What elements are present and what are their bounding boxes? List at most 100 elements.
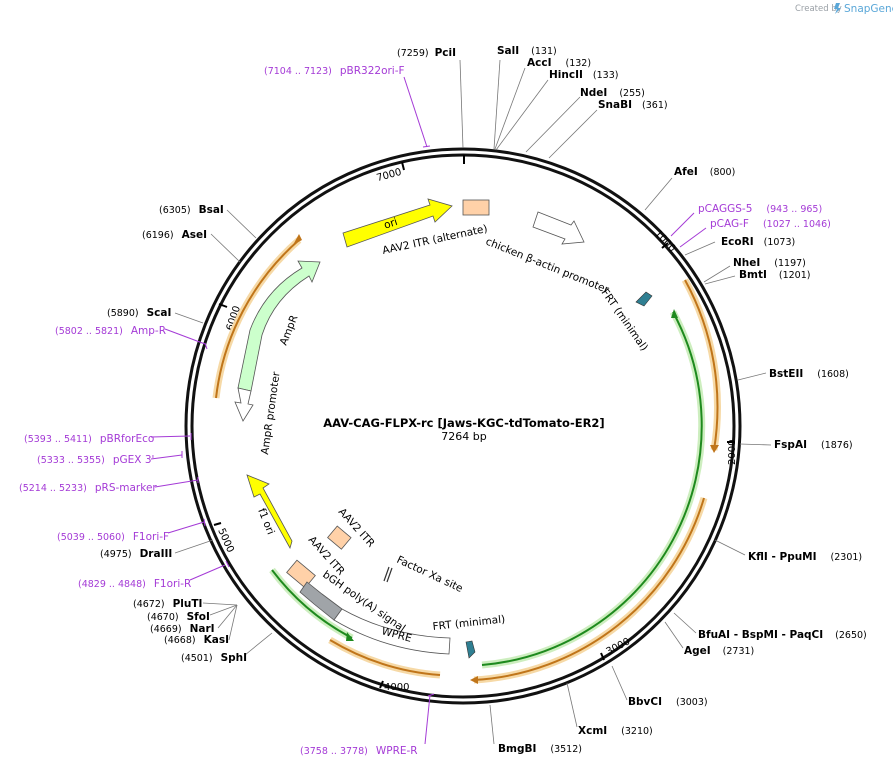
primer-mark-pbr322ori-f: [422, 145, 431, 148]
orf-arrowhead-3: [470, 676, 478, 684]
site-bsai: (6305)BsaI: [159, 204, 224, 216]
tick-5000: [213, 522, 222, 526]
leader-snabi: [548, 109, 598, 159]
feature-wpre: [333, 608, 451, 655]
leader-bbvci: [611, 665, 628, 701]
leader-draiii: [174, 539, 214, 554]
site-bbvci: BbvCI(3003): [628, 696, 708, 708]
feature-itr-1: [327, 525, 352, 550]
site-bmgbi: BmgBI(3512): [498, 743, 582, 755]
leader-nhei: [703, 265, 731, 283]
backbone-outer-ring: [184, 147, 742, 705]
leader-agei: [664, 621, 684, 649]
feature-factor-xa: [386, 567, 393, 583]
leader-kasi: [228, 604, 238, 641]
primer-leaders: [150, 76, 707, 745]
orf-arc-bottom-left-orange-line: [329, 639, 441, 676]
site-snabi: SnaBI(361): [598, 99, 668, 111]
primer-labels: (7104 .. 7123)pBR322ori-F pCAGGS-5(943 .…: [19, 65, 831, 757]
site-xcmi: XcmI(3210): [578, 725, 653, 737]
site-nari: (4669)NarI: [150, 623, 215, 635]
site-afei: AfeI(800): [674, 166, 735, 178]
tick-label-4000: 4000: [384, 682, 409, 693]
orf-arc-bottom-left-green-line: [271, 569, 353, 639]
feature-factor-xa-2: [383, 566, 390, 582]
leader-scai: [174, 312, 204, 324]
primer-leader-pgex-3: [150, 454, 183, 460]
primer-mark-f1ori-r: [225, 560, 230, 568]
primer-wpre-r: (3758 .. 3778)WPRE-R: [300, 745, 418, 757]
feature-frt-bottom-label: FRT (minimal): [432, 613, 506, 633]
feature-f1-ori: [246, 474, 293, 550]
orf-arcs: [212, 234, 721, 684]
leader-bsai: [226, 209, 257, 239]
orf-arrowhead-5: [346, 632, 354, 641]
tick-7000: [401, 161, 405, 171]
leader-xcmi: [566, 682, 578, 728]
leader-pluti: [202, 602, 238, 606]
primer-leader-f1ori-f: [167, 521, 205, 534]
orf-arc-left-orange-line: [215, 239, 300, 399]
site-acci: AccI(132): [527, 57, 591, 69]
feature-frt-top: [635, 291, 653, 307]
site-hincii: HincII(133): [549, 69, 618, 81]
leader-hincii: [495, 79, 549, 151]
orf-arc-right-green-line: [481, 311, 703, 666]
orf-arc-bottom-orange: [473, 497, 708, 684]
feature-cba-promoter: [532, 211, 585, 245]
site-sphi: (4501)SphI: [181, 652, 247, 664]
leader-bmti: [704, 275, 736, 285]
primer-mark-f1ori-f: [203, 518, 206, 527]
primer-pbr322ori-f: (7104 .. 7123)pBR322ori-F: [264, 65, 405, 77]
site-agei: AgeI(2731): [684, 645, 754, 657]
orf-arrowhead-1: [710, 445, 719, 453]
leader-asei: [210, 233, 241, 263]
leader-acci: [494, 67, 526, 150]
feature-cba-promoter-label: chicken β-actin promoter: [484, 236, 611, 297]
primer-leader-prs-marker: [154, 479, 199, 488]
feature-ori: [342, 198, 453, 248]
feature-ampr: [237, 260, 321, 392]
feature-itr-2: [286, 559, 316, 589]
leader-bsteii: [737, 372, 767, 381]
site-asei: (6196)AseI: [142, 229, 207, 241]
site-ecori: EcoRI(1073): [721, 236, 795, 248]
feature-ampr-promoter-label: AmpR promoter: [259, 370, 283, 455]
tick-label-2000: 2000: [727, 440, 738, 465]
orf-arrowhead-4: [293, 234, 302, 245]
site-bfuai-bspmi-paqci: BfuAI - BspMI - PaqCI(2650): [698, 629, 867, 641]
site-pluti: (4672)PluTI: [133, 598, 202, 610]
primer-leader-pbr322ori-f: [403, 76, 428, 148]
site-sfoi: (4670)SfoI: [147, 611, 210, 623]
site-pcii: (7259)PciI: [397, 47, 456, 59]
primer-f1ori-f: (5039 .. 5060)F1ori-F: [57, 531, 169, 543]
leader-kfli: [714, 539, 746, 556]
primer-leader-f1ori-r: [189, 564, 226, 581]
primer-pbrforeco: (5393 .. 5411)pBRforEco: [24, 433, 154, 445]
primer-leader-pcaggs-5: [670, 212, 695, 237]
leader-ecori: [684, 241, 716, 256]
primer-mark-wpre-r: [427, 693, 435, 697]
feature-ampr-label: AmpR: [278, 314, 301, 348]
snapgene-logo: SnapGene: [834, 3, 893, 15]
feature-factor-xa-label: Factor Xa site: [395, 554, 465, 595]
leader-afei: [644, 177, 673, 211]
leader-sali: [493, 59, 501, 150]
site-kasi: (4668)KasI: [164, 634, 229, 646]
primer-leader-pcag-f: [679, 227, 707, 248]
leader-bfuai: [673, 612, 697, 634]
snapgene-logo-mark: [834, 3, 841, 14]
primer-leader-pbrforeco: [150, 435, 191, 438]
site-draiii: (4975)DraIII: [100, 548, 172, 560]
primer-pcag-f: pCAG-F(1027 .. 1046): [710, 218, 831, 230]
plasmid-length: 7264 bp: [441, 430, 486, 443]
site-fspai: FspAI(1876): [774, 439, 853, 451]
tick-3000: [600, 652, 605, 661]
orf-arc-right-orange-line: [684, 279, 719, 451]
site-sali: SalI(131): [497, 45, 557, 57]
leader-sfoi: [209, 604, 238, 616]
snapgene-brand: SnapGene: [844, 3, 893, 15]
primer-amp-r: (5802 .. 5821)Amp-R: [55, 325, 166, 337]
primer-leader-wpre-r: [424, 694, 431, 745]
